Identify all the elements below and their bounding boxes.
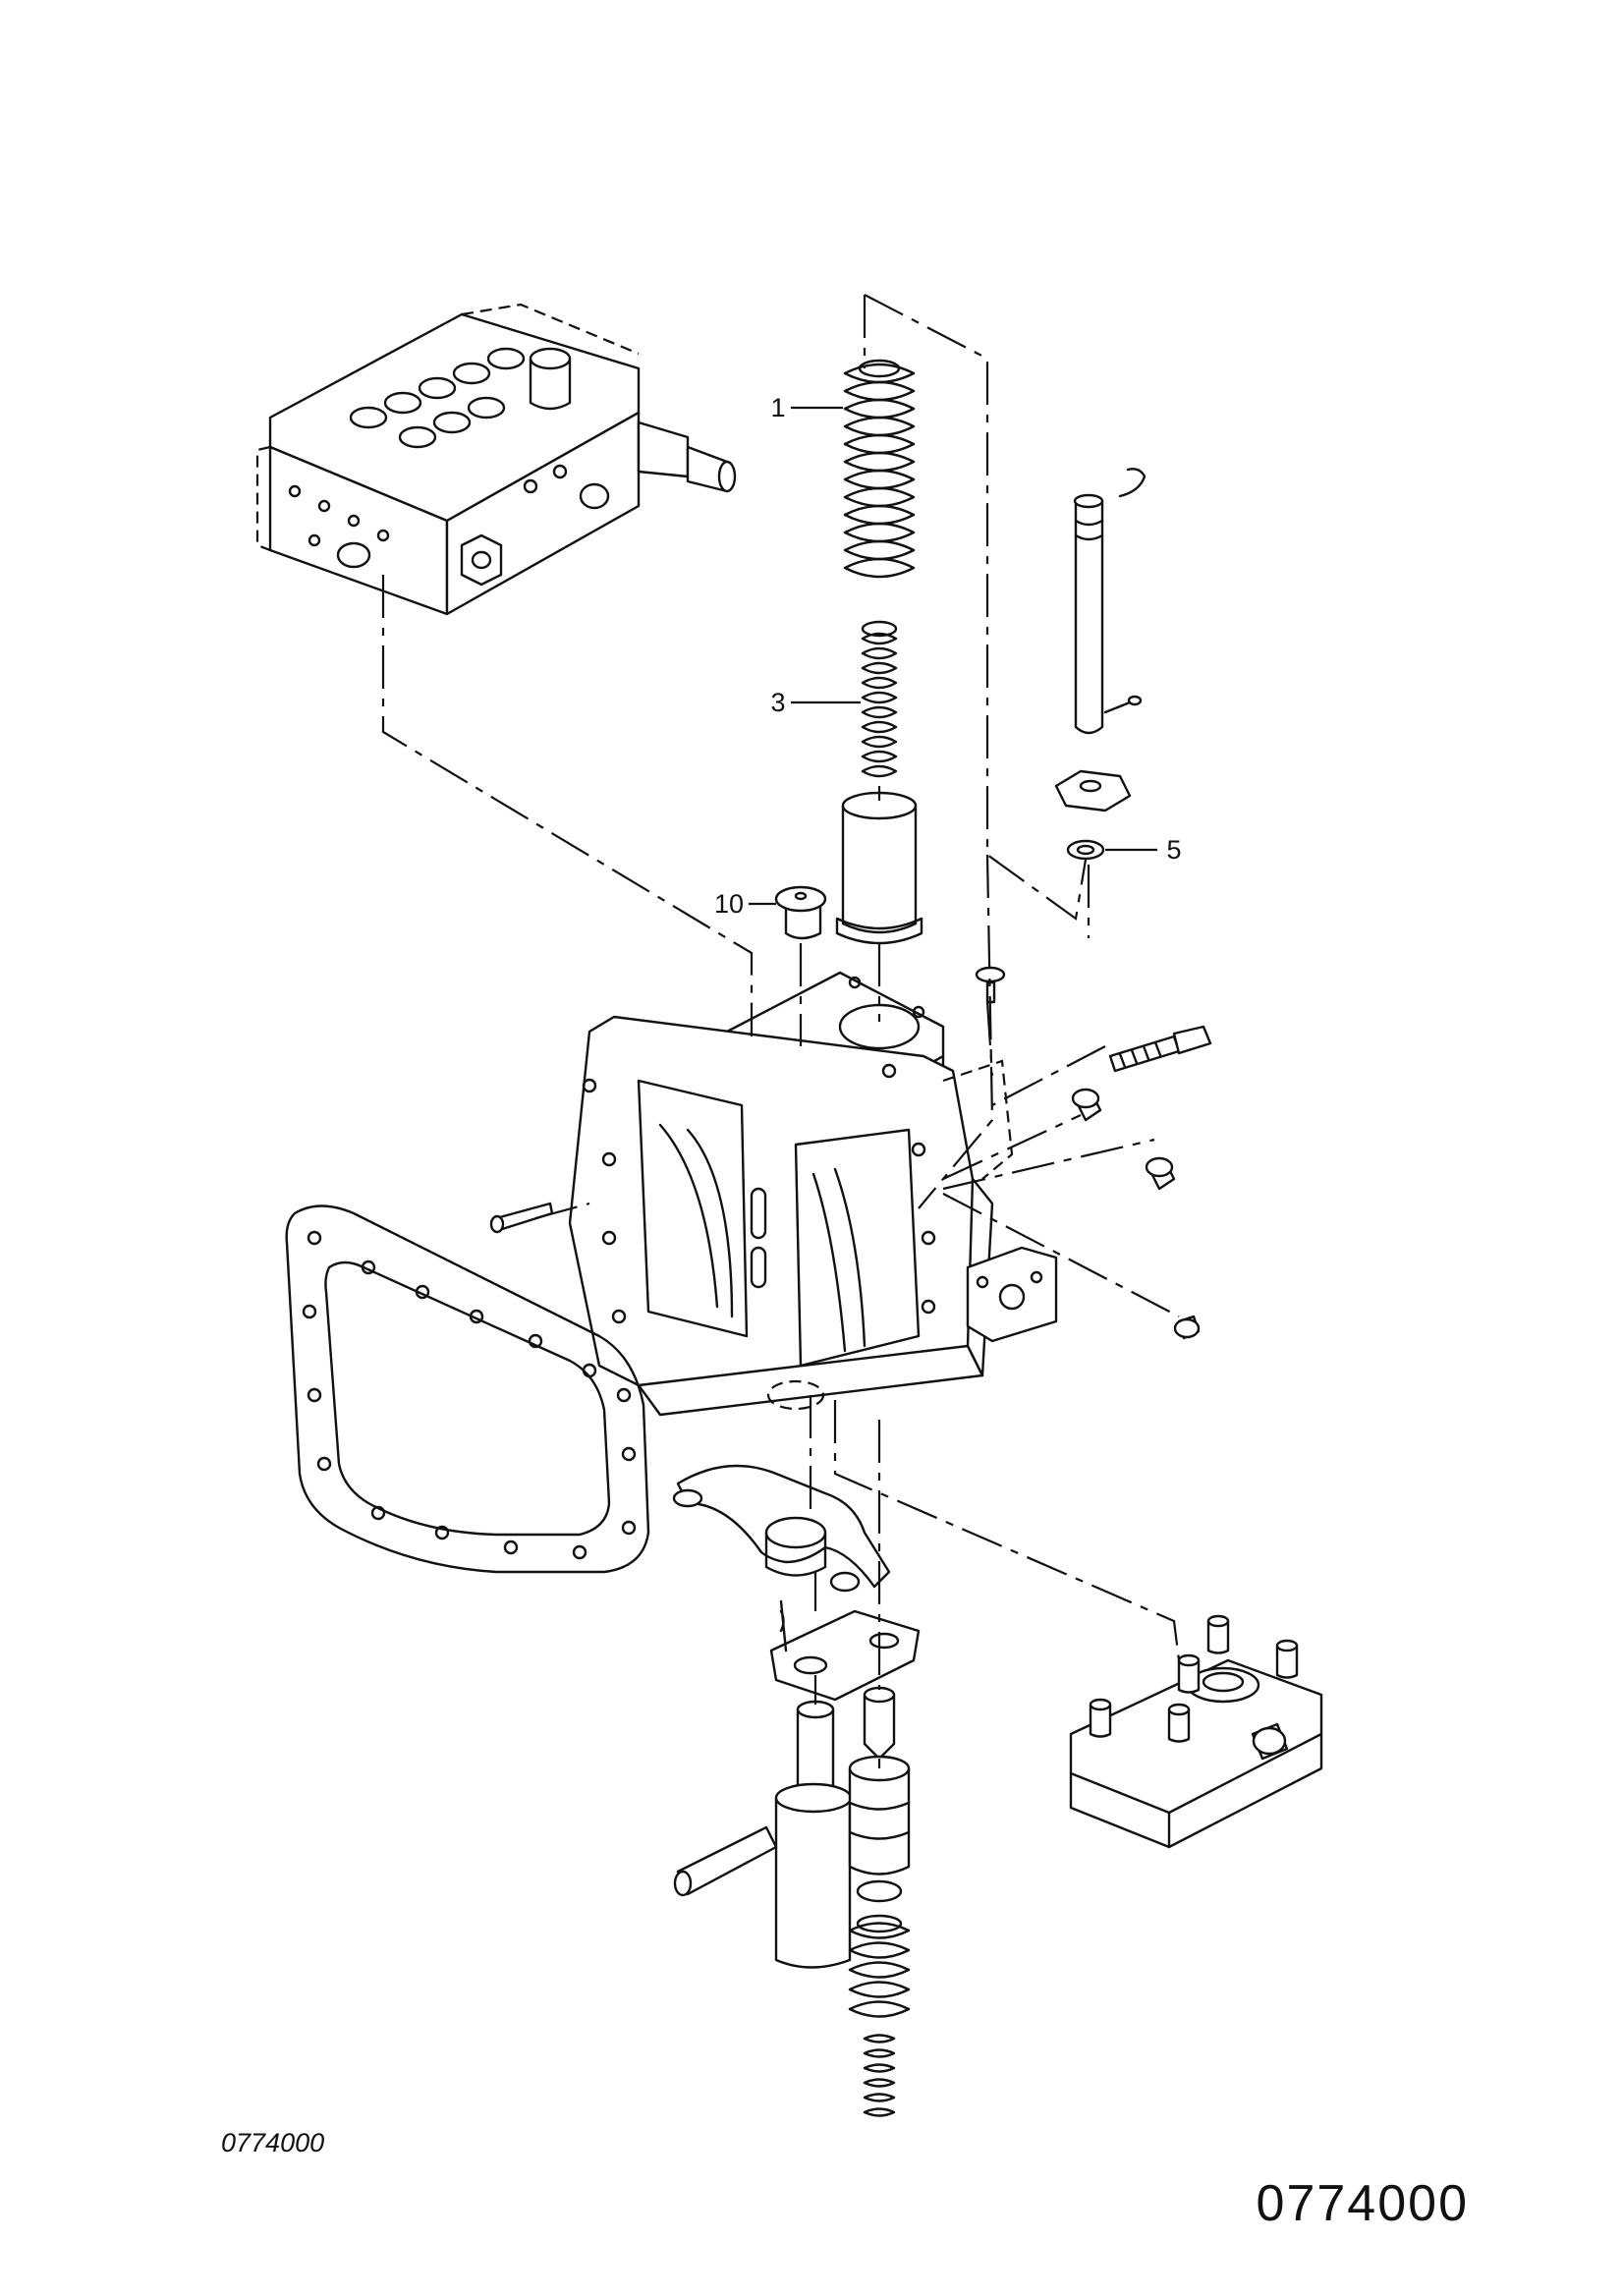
spring-3 xyxy=(861,620,898,778)
sleeve xyxy=(835,791,923,945)
callout-10: 10 xyxy=(714,889,744,919)
assembly-guide-lines xyxy=(381,294,1181,1768)
fasteners xyxy=(489,966,1212,1340)
callouts: 1 3 5 10 xyxy=(714,393,1182,919)
callout-1: 1 xyxy=(770,393,785,422)
callout-5: 5 xyxy=(1166,835,1181,865)
cover-block xyxy=(1069,1614,1323,1849)
control-valve-block xyxy=(255,303,737,616)
spool-rod xyxy=(1054,468,1147,861)
drawing-reference-large: 0774000 xyxy=(1257,2175,1469,2232)
rocker-lever xyxy=(672,1464,891,1593)
drawing-reference-small: 0774000 xyxy=(221,2128,324,2157)
callout-3: 3 xyxy=(770,688,785,717)
relief-valve-stack xyxy=(848,1686,911,2117)
guide-cylinder xyxy=(673,1599,921,1969)
gasket xyxy=(285,1204,650,1574)
plug-10 xyxy=(774,885,827,940)
spring-1 xyxy=(843,359,916,579)
pump-housing xyxy=(568,971,1058,1417)
callout-leaders xyxy=(749,406,1157,906)
